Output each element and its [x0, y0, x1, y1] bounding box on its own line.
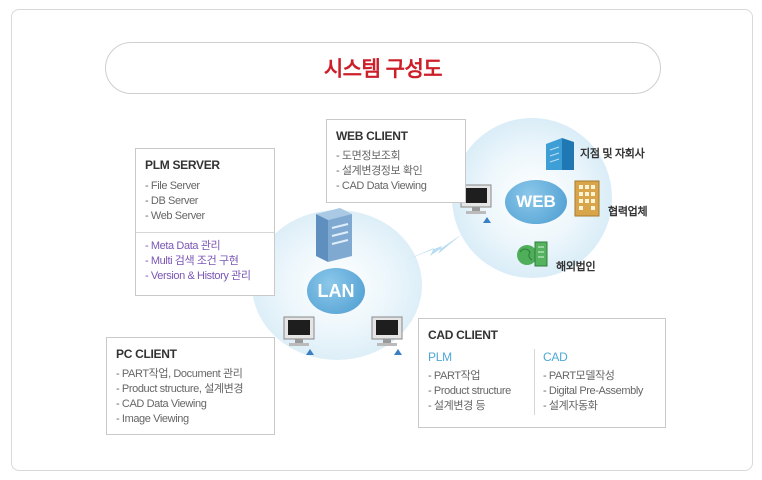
list-item: - Web Server — [145, 210, 205, 222]
column-divider — [534, 349, 535, 415]
lightning-link-icon — [406, 234, 462, 260]
divider — [136, 232, 274, 233]
server-icon — [316, 208, 352, 262]
cad-column-title: CAD — [543, 350, 568, 364]
globe-icon — [517, 241, 548, 267]
monitor-icon — [371, 316, 403, 355]
building-icon — [574, 180, 600, 217]
web-bubble: WEB — [505, 180, 567, 224]
list-item: - 설계자동화 — [543, 400, 598, 412]
list-item: - CAD Data Viewing — [116, 398, 207, 410]
list-item: - Product structure, 설계변경 — [116, 383, 244, 395]
list-item: - 설계변경정보 확인 — [336, 165, 423, 177]
page-title: 시스템 구성도 — [323, 58, 443, 81]
monitor-icon — [283, 316, 315, 355]
building-icon — [546, 138, 574, 170]
list-item: - DB Server — [145, 195, 199, 207]
list-item: - 도면정보조회 — [336, 150, 401, 162]
web-client-heading: WEB CLIENT — [336, 129, 408, 143]
lan-label: LAN — [317, 280, 355, 301]
overseas-label: 해외법인 — [556, 261, 596, 273]
list-item: - PART작업, Document 관리 — [116, 368, 243, 380]
list-item: - Digital Pre-Assembly — [543, 385, 644, 397]
pc-client-box: PC CLIENT - PART작업, Document 관리 - Produc… — [106, 337, 275, 435]
branch-label: 지점 및 자회사 — [580, 148, 645, 160]
list-item: - Product structure — [428, 385, 511, 397]
web-label: WEB — [516, 192, 556, 211]
plm-server-heading: PLM SERVER — [145, 158, 220, 172]
feature-item: - Meta Data 관리 — [145, 240, 221, 252]
list-item: - CAD Data Viewing — [336, 180, 427, 192]
feature-item: - Multi 검색 조건 구현 — [145, 255, 239, 267]
monitor-icon — [460, 184, 492, 223]
plm-server-box: PLM SERVER - File Server - DB Server - W… — [135, 148, 275, 296]
list-item: - PART작업 — [428, 370, 481, 382]
lan-bubble: LAN — [307, 268, 365, 314]
list-item: - PART모델작성 — [543, 370, 615, 382]
web-client-box: WEB CLIENT - 도면정보조회 - 설계변경정보 확인 - CAD Da… — [326, 119, 466, 203]
feature-item: - Version & History 관리 — [145, 270, 251, 282]
plm-column-title: PLM — [428, 350, 452, 364]
list-item: - File Server — [145, 180, 200, 192]
list-item: - Image Viewing — [116, 413, 189, 425]
pc-client-heading: PC CLIENT — [116, 347, 177, 361]
partner-label: 협력업체 — [608, 206, 648, 218]
list-item: - 설계변경 등 — [428, 400, 486, 412]
title-pill: 시스템 구성도 — [105, 42, 661, 94]
cad-client-box: CAD CLIENT PLM - PART작업 - Product struct… — [418, 318, 666, 428]
cad-client-heading: CAD CLIENT — [428, 328, 498, 342]
